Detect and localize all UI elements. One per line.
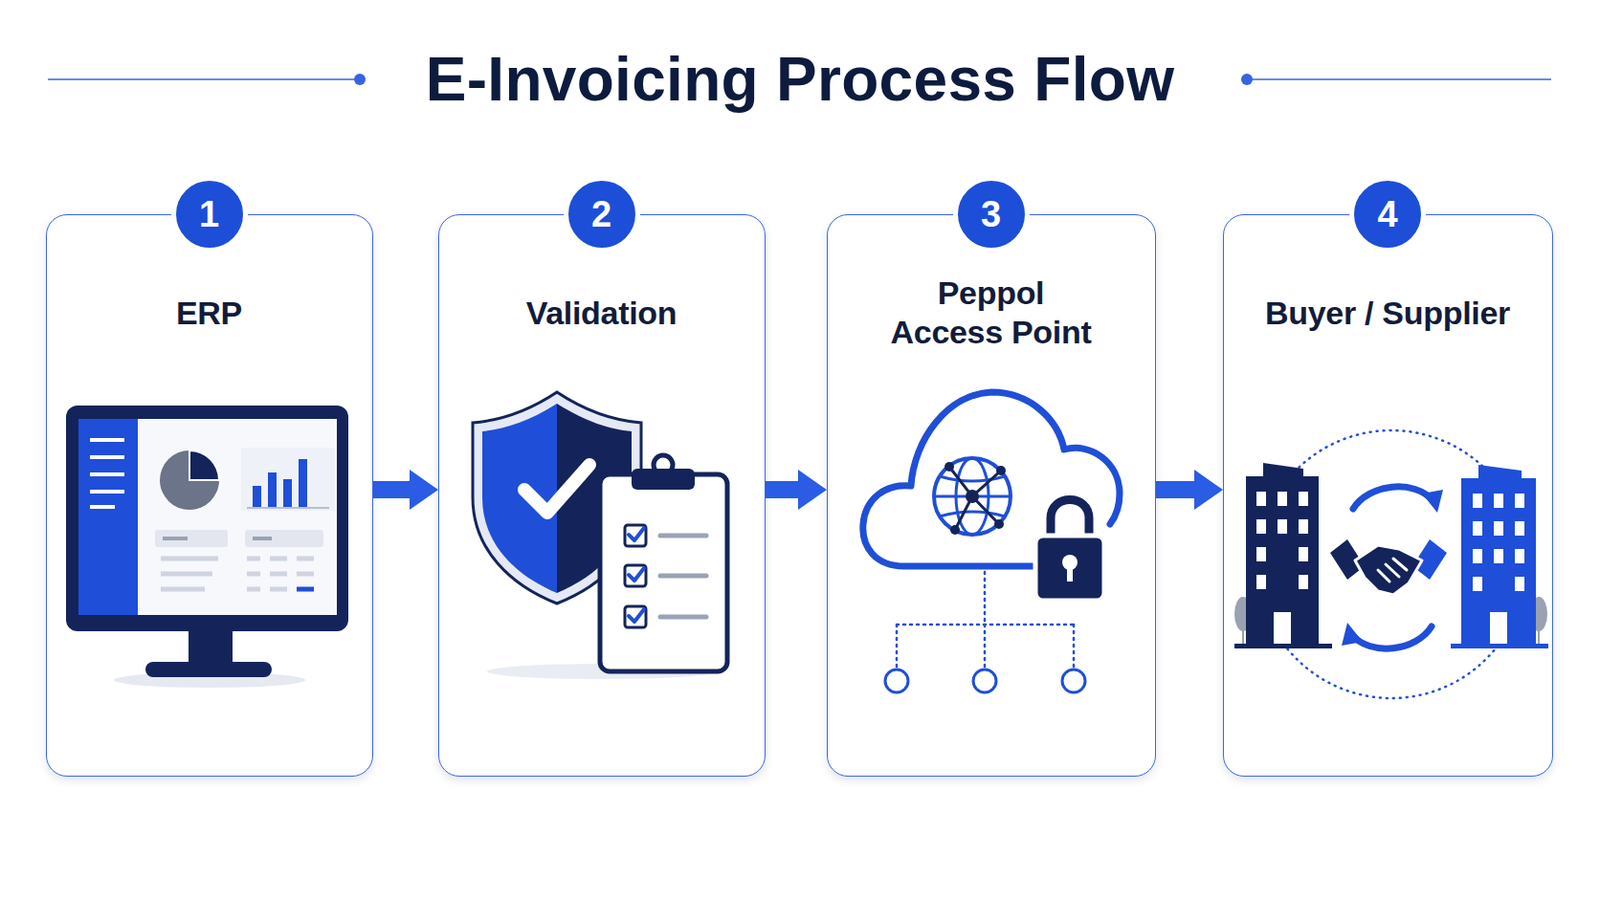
card-heading: Buyer / Supplier (1239, 274, 1536, 352)
process-card: Validation2 (438, 214, 766, 778)
title-dot (354, 73, 366, 86)
title-dot (1241, 73, 1253, 86)
step-badge: 2 (563, 176, 641, 253)
step-number: 3 (957, 180, 1025, 248)
process-card: Peppol Access Point3 (826, 214, 1156, 778)
step-badge: 1 (171, 176, 248, 253)
step-badge: 4 (1349, 176, 1426, 253)
step-badge: 3 (953, 176, 1030, 253)
process-card: Buyer / Supplier4 (1222, 214, 1554, 778)
title-rule (47, 78, 360, 81)
step-number: 4 (1354, 180, 1422, 248)
title-rule (1246, 78, 1552, 81)
process-card: ERP1 (45, 214, 374, 778)
flow-arrow (1155, 469, 1223, 511)
card-heading: ERP (66, 274, 354, 352)
card-heading: Validation (458, 274, 746, 352)
flow-arrow (765, 469, 827, 511)
step-number: 1 (176, 180, 244, 248)
diagram-title: E-Invoicing Process Flow (0, 38, 1600, 121)
step-number: 2 (568, 180, 636, 248)
card-heading: Peppol Access Point (882, 274, 1101, 352)
flow-arrow (373, 469, 439, 511)
